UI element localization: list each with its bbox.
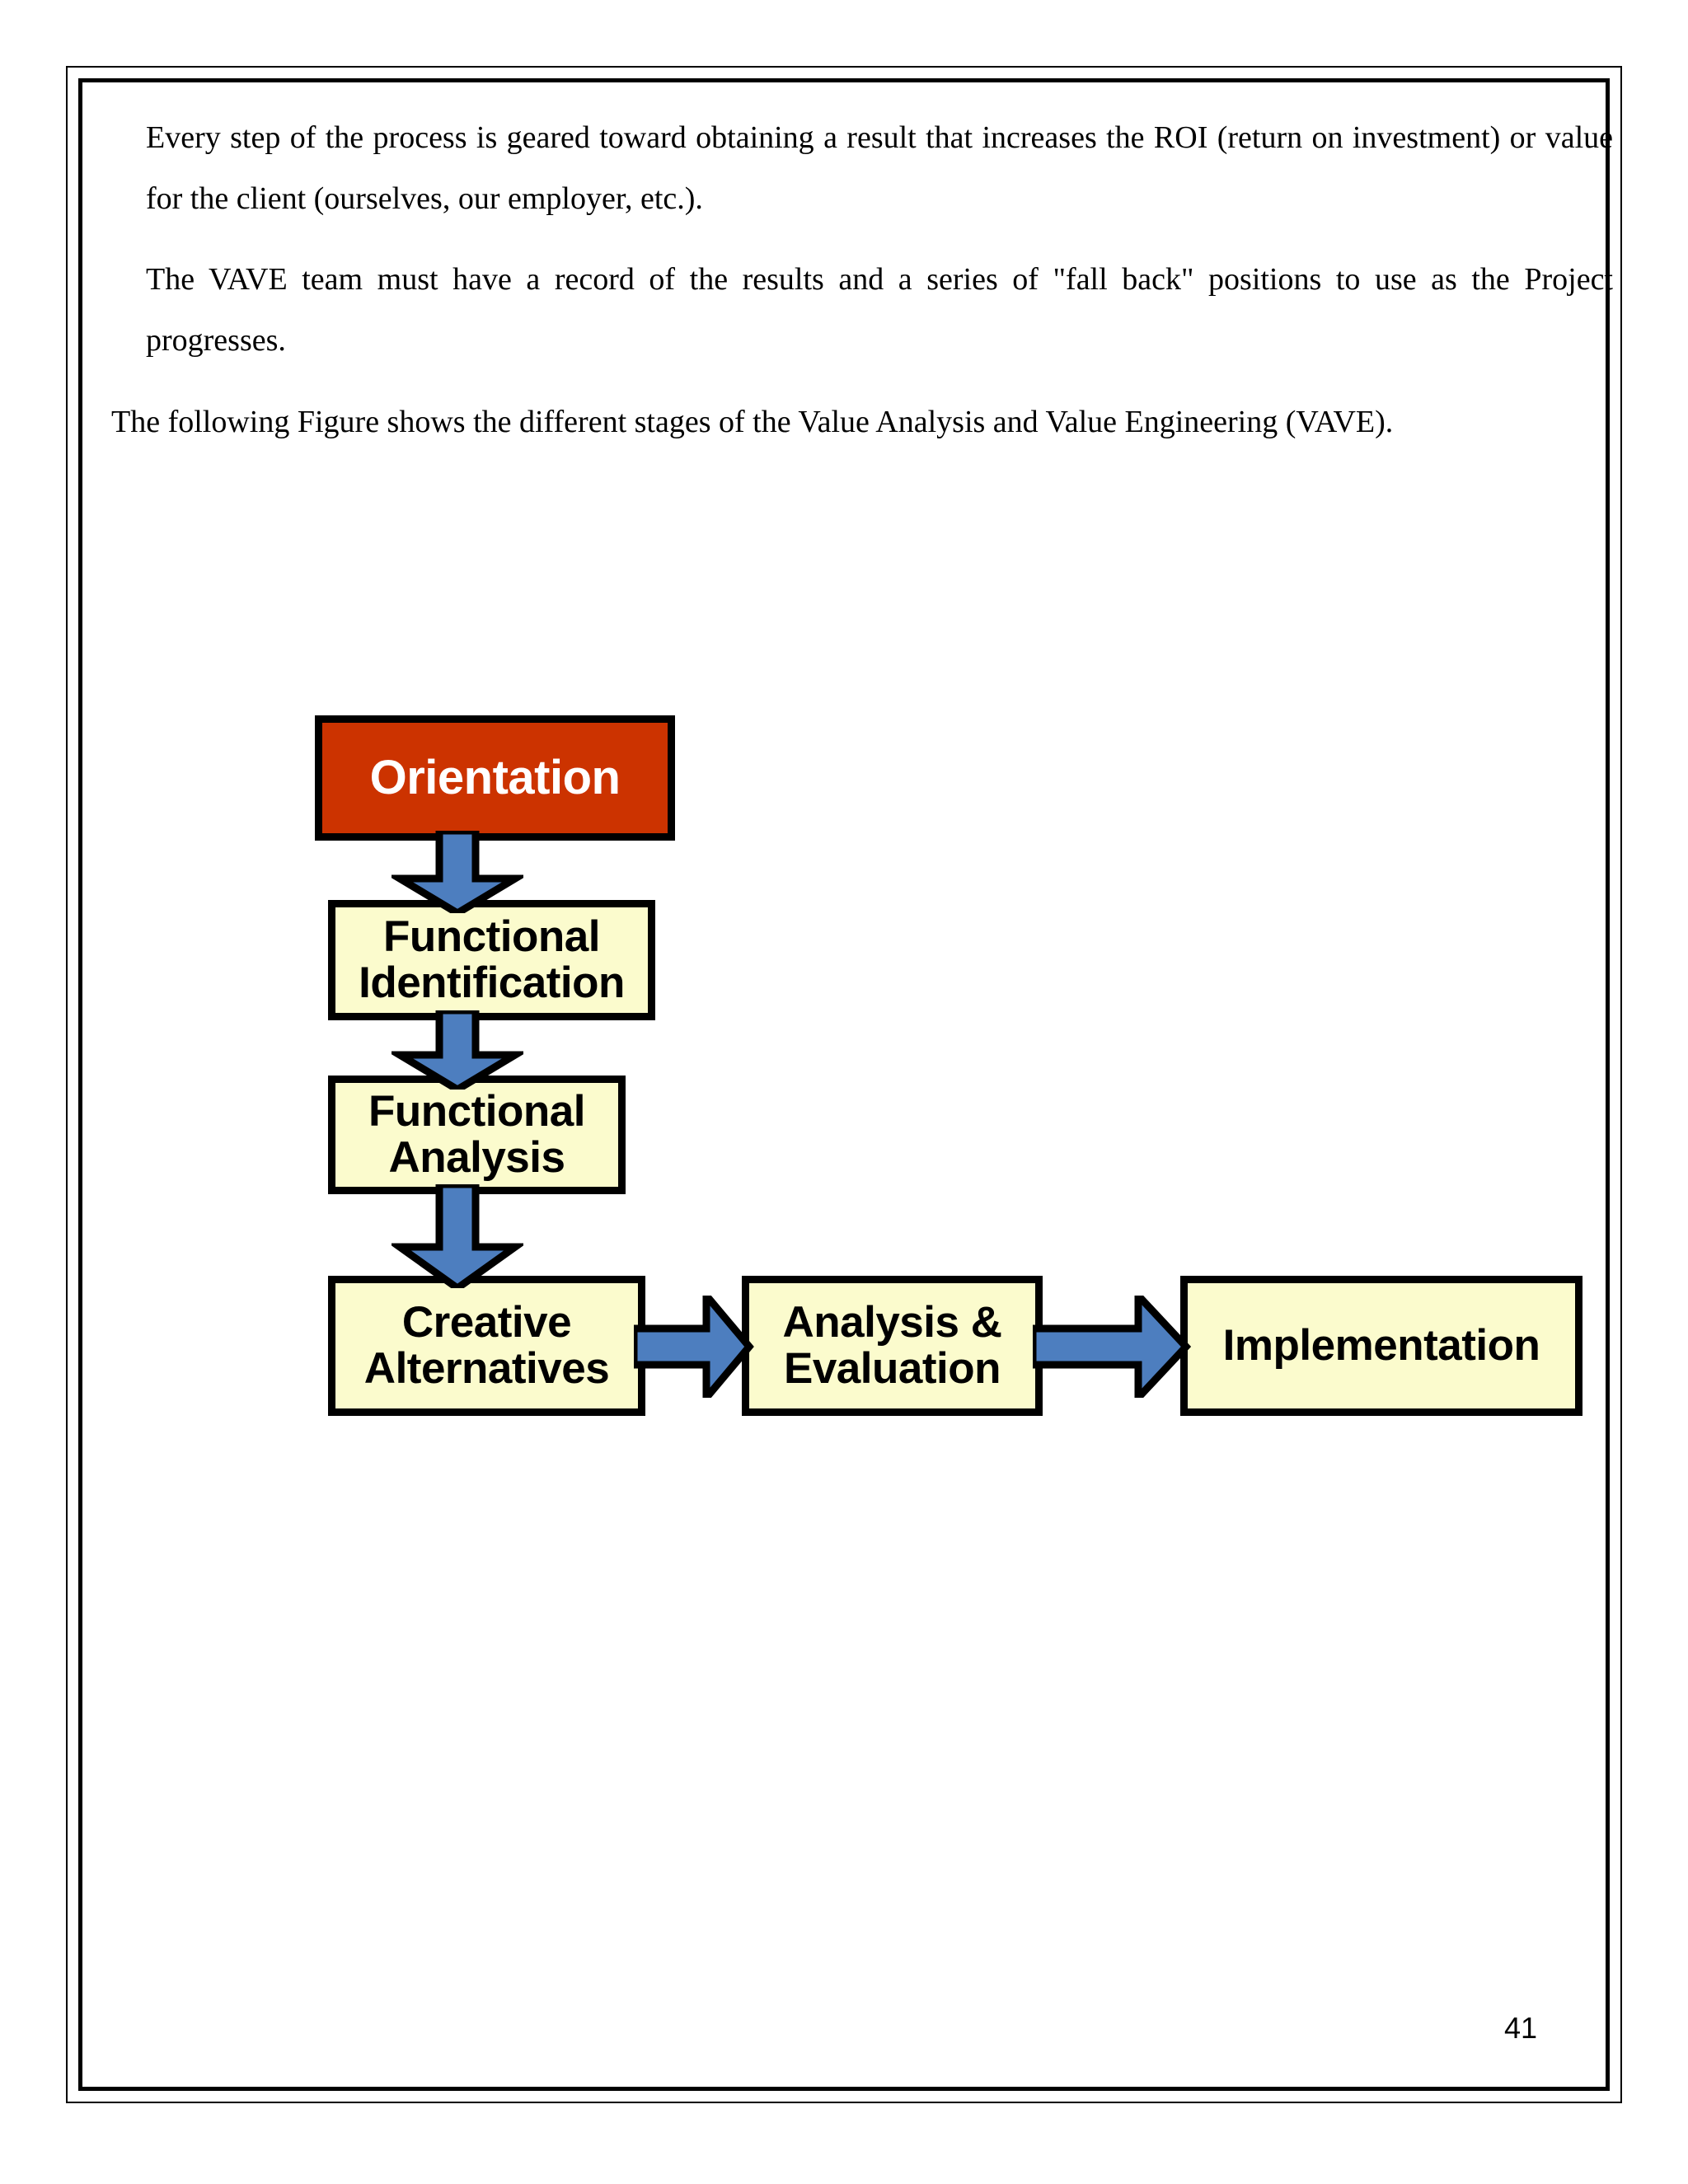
arrow-down-icon — [392, 1010, 523, 1090]
flow-arrow-down-functional-analysis-to-creative-alternatives — [392, 1184, 523, 1288]
paragraph-vave-team: The VAVE team must have a record of the … — [146, 262, 1613, 359]
flow-node-creative-alternatives[interactable]: Creative Alternatives — [328, 1276, 645, 1416]
paragraph-roi: Every step of the process is geared towa… — [146, 120, 1613, 217]
paragraph-figure-intro: The following Figure shows the different… — [111, 405, 1394, 439]
flow-node-orientation[interactable]: Orientation — [315, 715, 675, 841]
flow-node-implementation[interactable]: Implementation — [1180, 1276, 1582, 1416]
page-outer-border — [66, 66, 1622, 2103]
arrow-right-icon — [634, 1296, 754, 1398]
flow-arrow-down-orientation-to-functional-identification — [392, 831, 523, 913]
flow-node-analysis-evaluation[interactable]: Analysis & Evaluation — [742, 1276, 1043, 1416]
flow-arrow-down-functional-identification-to-functional-analysis — [392, 1010, 523, 1090]
flow-arrow-right-creative-alternatives-to-analysis-evaluation — [634, 1296, 754, 1398]
arrow-right-icon — [1033, 1296, 1191, 1398]
page-number: 41 — [1503, 2011, 1538, 2045]
arrow-down-icon — [392, 1184, 523, 1288]
arrow-down-icon — [392, 831, 523, 913]
vave-flowchart: Orientation Functional Identification Fu… — [111, 684, 1582, 1416]
flow-node-functional-identification[interactable]: Functional Identification — [328, 900, 655, 1020]
page-content: Every step of the process is geared towa… — [111, 107, 1613, 2069]
flow-node-functional-analysis[interactable]: Functional Analysis — [328, 1076, 626, 1194]
flow-arrow-right-analysis-evaluation-to-implementation — [1033, 1296, 1191, 1398]
page-inner-border — [78, 78, 1610, 2091]
